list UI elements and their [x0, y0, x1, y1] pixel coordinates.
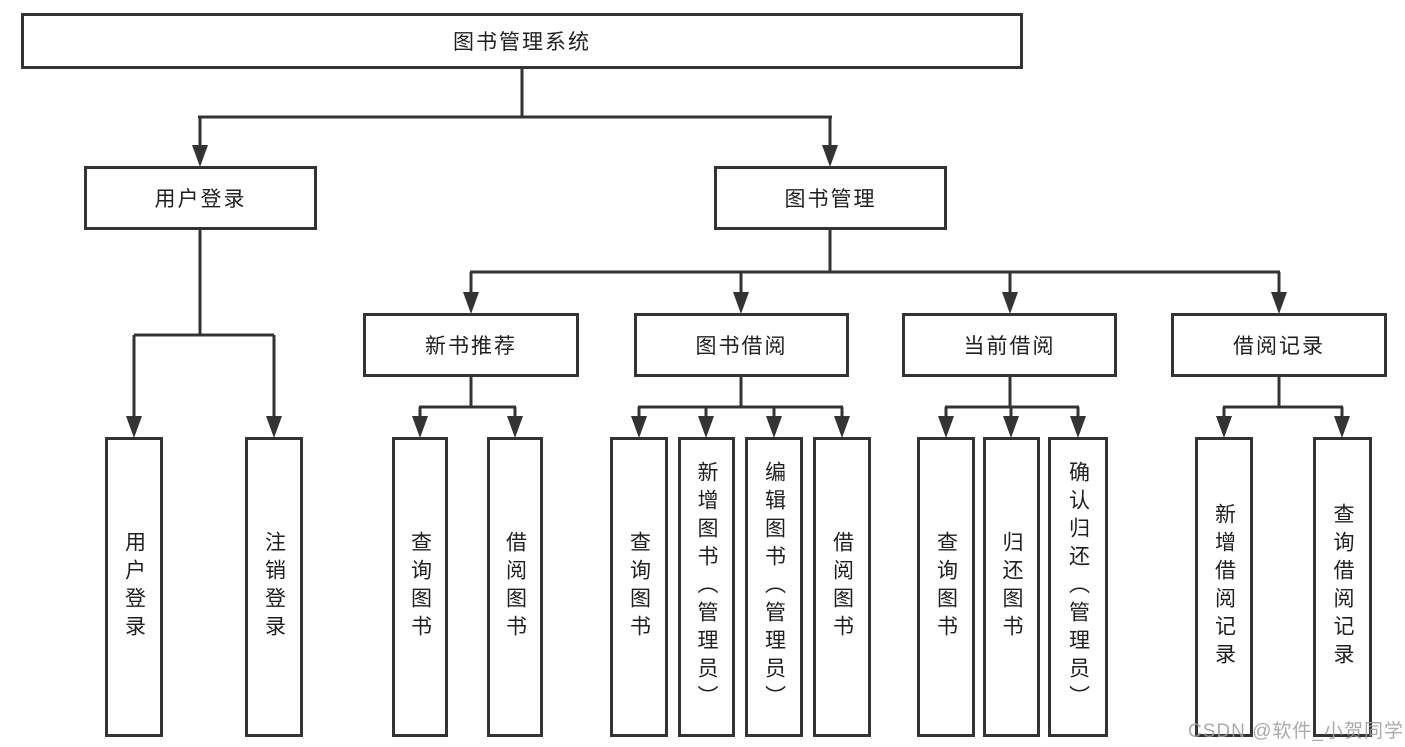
node-book-management-label: 图书管理	[784, 188, 877, 211]
node-new-book-recommend-label: 新书推荐	[425, 335, 517, 358]
leaf-borrow-edit-books-admin-label: 编辑图书（管理员）	[762, 461, 786, 713]
csdn-watermark: CSDN @软件_小贺同学	[1188, 721, 1404, 742]
leaf-current-confirm-return-admin: 确认归还（管理员）	[1048, 437, 1108, 737]
leaf-recommend-query-books-label: 查询图书	[408, 531, 432, 643]
leaf-recommend-query-books: 查询图书	[392, 437, 448, 737]
node-book-borrow: 图书借阅	[634, 313, 849, 377]
node-root-system: 图书管理系统	[21, 13, 1023, 69]
node-current-borrow: 当前借阅	[902, 313, 1117, 377]
node-root-label: 图书管理系统	[453, 31, 591, 54]
leaf-current-query-books: 查询图书	[917, 437, 975, 737]
leaf-records-add-record: 新增借阅记录	[1195, 437, 1253, 737]
node-borrow-records-label: 借阅记录	[1233, 335, 1325, 358]
leaf-current-return-books: 归还图书	[983, 437, 1040, 737]
leaf-borrow-edit-books-admin: 编辑图书（管理员）	[745, 437, 803, 737]
leaf-borrow-add-books-admin: 新增图书（管理员）	[678, 437, 735, 737]
leaf-user-login: 用户登录	[105, 437, 163, 737]
node-borrow-records: 借阅记录	[1171, 313, 1387, 377]
node-new-book-recommend: 新书推荐	[363, 313, 579, 377]
leaf-records-query-record: 查询借阅记录	[1313, 437, 1372, 737]
leaf-recommend-borrow-books: 借阅图书	[487, 437, 543, 737]
leaf-records-add-record-label: 新增借阅记录	[1212, 503, 1236, 671]
leaf-recommend-borrow-books-label: 借阅图书	[503, 531, 527, 643]
leaf-borrow-add-books-admin-label: 新增图书（管理员）	[695, 461, 718, 713]
leaf-borrow-borrow-books: 借阅图书	[813, 437, 871, 737]
leaf-logout: 注销登录	[245, 437, 303, 737]
leaf-user-login-label: 用户登录	[122, 531, 146, 643]
node-user-login: 用户登录	[84, 166, 317, 230]
node-book-management: 图书管理	[714, 166, 947, 230]
leaf-current-query-books-label: 查询图书	[934, 531, 958, 643]
leaf-records-query-record-label: 查询借阅记录	[1331, 503, 1354, 671]
node-book-borrow-label: 图书借阅	[695, 335, 788, 358]
leaf-borrow-query-books: 查询图书	[610, 437, 668, 737]
node-current-borrow-label: 当前借阅	[963, 335, 1056, 358]
leaf-borrow-query-books-label: 查询图书	[627, 531, 651, 643]
leaf-borrow-borrow-books-label: 借阅图书	[830, 531, 854, 643]
leaf-current-confirm-return-admin-label: 确认归还（管理员）	[1066, 461, 1090, 713]
arrowheads	[126, 145, 1350, 438]
leaf-current-return-books-label: 归还图书	[1000, 531, 1023, 643]
node-user-login-label: 用户登录	[154, 188, 247, 211]
leaf-logout-label: 注销登录	[262, 531, 286, 643]
